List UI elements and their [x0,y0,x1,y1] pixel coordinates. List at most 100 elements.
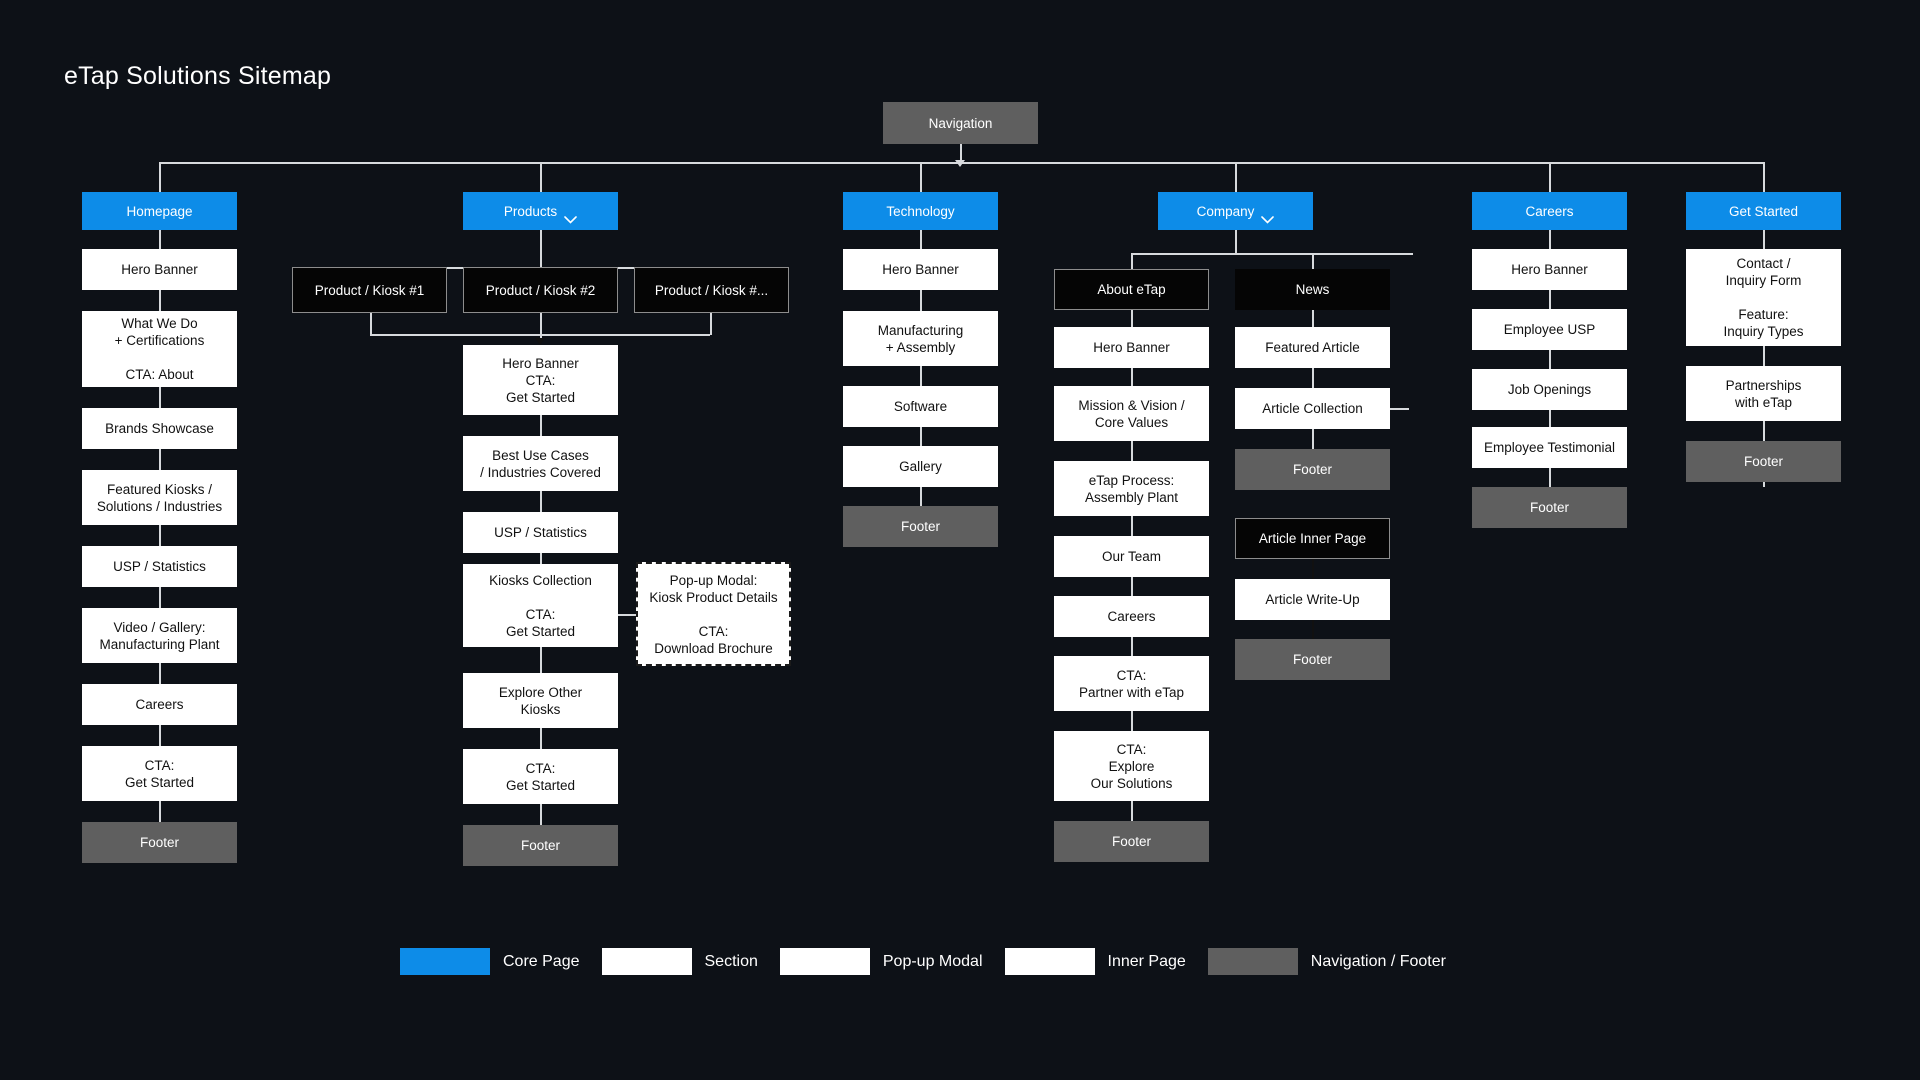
section-homepage-featured-kiosks[interactable]: Featured Kiosks / Solutions / Industries [82,470,237,525]
section-getstarted-contact-inquiry[interactable]: Contact / Inquiry Form Feature: Inquiry … [1686,249,1841,346]
connector-careers-spine [1549,192,1551,522]
section-news-article-collection[interactable]: Article Collection [1235,388,1390,429]
connector-news-drop [1312,253,1314,270]
core-page-products-label: Products [503,203,558,219]
section-homepage-video-gallery[interactable]: Video / Gallery: Manufacturing Plant [82,608,237,663]
section-company-etap-process[interactable]: eTap Process: Assembly Plant [1054,461,1209,516]
legend-label-core-page: Core Page [503,952,580,970]
node-article-footer[interactable]: Footer [1235,639,1390,680]
connector-modal-link [618,614,636,616]
node-navigation[interactable]: Navigation [883,102,1038,144]
legend-swatch-core-page [400,948,490,975]
connector-products-arrow [535,338,545,345]
legend-label-nav-footer: Navigation / Footer [1310,952,1446,970]
pop-up-modal-kiosk-product-details[interactable]: Pop-up Modal: Kiosk Product Details CTA:… [636,562,791,666]
core-page-technology[interactable]: Technology [843,192,998,230]
core-page-get-started[interactable]: Get Started [1686,192,1841,230]
connector-company-bus [1131,253,1413,255]
section-technology-manufacturing-assembly[interactable]: Manufacturing + Assembly [843,311,998,366]
connector-article-riser [1409,408,1411,518]
section-products-hero-banner-cta[interactable]: Hero Banner CTA: Get Started [463,345,618,415]
section-company-careers[interactable]: Careers [1054,596,1209,637]
section-homepage-usp-statistics[interactable]: USP / Statistics [82,546,237,587]
node-getstarted-footer[interactable]: Footer [1686,441,1841,482]
legend-item-section: Section [601,948,758,975]
legend-label-pop-up-modal: Pop-up Modal [882,952,983,970]
connector-products-spine-top [540,230,542,268]
section-homepage-what-we-do[interactable]: What We Do + Certifications CTA: About [82,311,237,387]
connector-drop-company [1235,162,1237,192]
connector-drop-homepage [159,162,161,192]
legend-swatch-inner-page [1004,948,1095,975]
chevron-down-icon [564,194,577,228]
node-homepage-footer[interactable]: Footer [82,822,237,863]
connector-products-spine-mid [540,313,542,341]
inner-page-article-inner-page[interactable]: Article Inner Page [1235,518,1390,559]
core-page-products[interactable]: Products [463,192,618,230]
inner-page-about-etap[interactable]: About eTap [1054,269,1209,310]
node-technology-footer[interactable]: Footer [843,506,998,547]
section-company-hero-banner[interactable]: Hero Banner [1054,327,1209,368]
section-careers-employee-usp[interactable]: Employee USP [1472,309,1627,350]
connector-about-drop [1131,253,1133,270]
core-page-company[interactable]: Company [1158,192,1313,230]
connector-technology-spine [920,192,922,542]
page-title: eTap Solutions Sitemap [64,62,332,90]
section-products-explore-other-kiosks[interactable]: Explore Other Kiosks [463,673,618,728]
section-getstarted-partnerships[interactable]: Partnerships with eTap [1686,366,1841,421]
section-homepage-hero-banner[interactable]: Hero Banner [82,249,237,290]
section-products-cta-get-started[interactable]: CTA: Get Started [463,749,618,804]
section-products-best-use-cases[interactable]: Best Use Cases / Industries Covered [463,436,618,491]
connector-root-arrow [955,160,965,167]
section-company-cta-explore[interactable]: CTA: Explore Our Solutions [1054,731,1209,801]
section-technology-software[interactable]: Software [843,386,998,427]
node-careers-footer[interactable]: Footer [1472,487,1627,528]
node-company-footer[interactable]: Footer [1054,821,1209,862]
core-page-company-label: Company [1196,203,1255,219]
legend-swatch-nav-footer [1207,948,1298,975]
inner-page-product-kiosk-1[interactable]: Product / Kiosk #1 [292,267,447,313]
section-careers-employee-testimonial[interactable]: Employee Testimonial [1472,427,1627,468]
section-technology-hero-banner[interactable]: Hero Banner [843,249,998,290]
connector-drop-getstarted [1763,162,1765,192]
section-news-featured-article[interactable]: Featured Article [1235,327,1390,368]
legend-swatch-section [601,948,692,975]
connector-drop-careers [1549,162,1551,192]
legend-item-nav-footer: Navigation / Footer [1207,948,1446,975]
legend-item-pop-up-modal: Pop-up Modal [779,948,983,975]
connector-article-link [1390,408,1410,410]
legend-swatch-pop-up-modal [779,948,870,975]
legend-label-inner-page: Inner Page [1107,952,1186,970]
connector-company-spine-top [1235,230,1237,254]
connector-drop-technology [920,162,922,192]
connector-kiosk1-riser [370,313,372,335]
core-page-homepage[interactable]: Homepage [82,192,237,230]
node-products-footer[interactable]: Footer [463,825,618,866]
inner-page-product-kiosk-3[interactable]: Product / Kiosk #... [634,267,789,313]
section-careers-hero-banner[interactable]: Hero Banner [1472,249,1627,290]
legend-item-core-page: Core Page [400,948,580,975]
inner-page-product-kiosk-2[interactable]: Product / Kiosk #2 [463,267,618,313]
connector-kiosk3-riser [710,313,712,335]
inner-page-news[interactable]: News [1235,269,1390,310]
section-company-cta-partner[interactable]: CTA: Partner with eTap [1054,656,1209,711]
legend-item-inner-page: Inner Page [1004,948,1186,975]
chevron-down-icon [1261,194,1275,228]
section-news-article-write-up[interactable]: Article Write-Up [1235,579,1390,620]
section-homepage-brands-showcase[interactable]: Brands Showcase [82,408,237,449]
node-news-footer[interactable]: Footer [1235,449,1390,490]
connector-company-spine [1131,310,1133,855]
section-products-kiosks-collection[interactable]: Kiosks Collection CTA: Get Started [463,564,618,647]
connector-root-stub [960,144,962,162]
core-page-careers[interactable]: Careers [1472,192,1627,230]
section-homepage-cta-get-started[interactable]: CTA: Get Started [82,746,237,801]
legend-label-section: Section [704,952,758,970]
connector-drop-products [540,162,542,192]
section-company-mission-vision[interactable]: Mission & Vision / Core Values [1054,386,1209,441]
section-products-usp-statistics[interactable]: USP / Statistics [463,512,618,553]
section-homepage-careers[interactable]: Careers [82,684,237,725]
section-careers-job-openings[interactable]: Job Openings [1472,369,1627,410]
section-company-our-team[interactable]: Our Team [1054,536,1209,577]
section-technology-gallery[interactable]: Gallery [843,446,998,487]
